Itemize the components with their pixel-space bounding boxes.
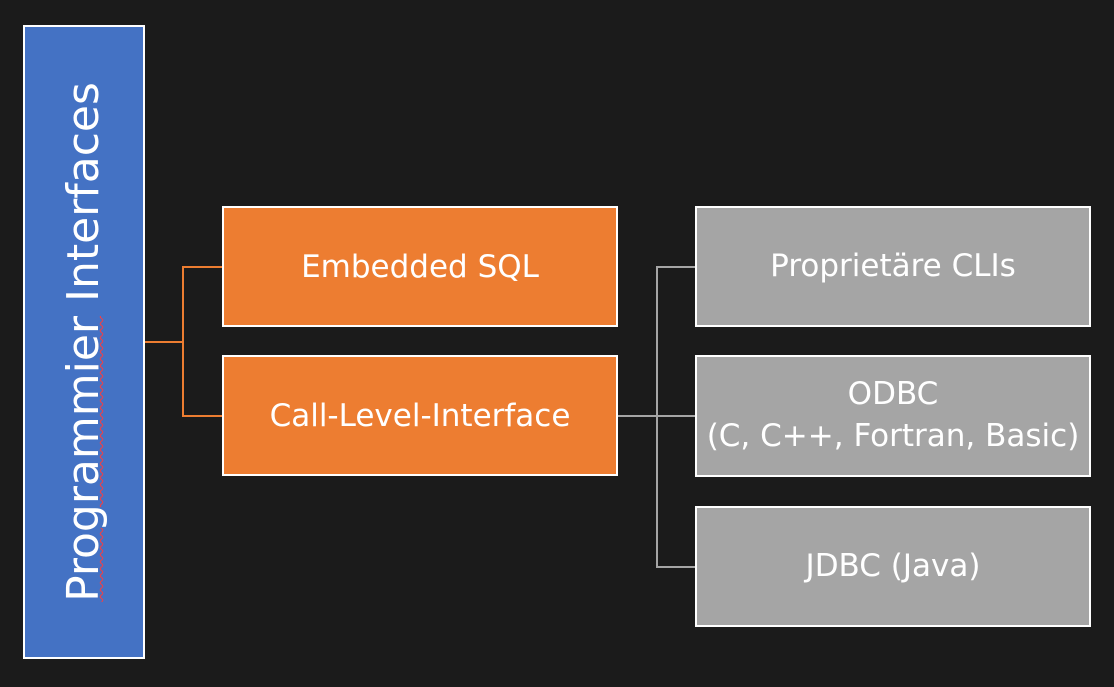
connector-root-to-embedded — [145, 266, 222, 343]
node-embedded-sql: Embedded SQL — [222, 206, 618, 327]
root-node-programmier-interfaces: Programmier Interfaces — [23, 25, 145, 659]
root-label-part1: Programmier — [58, 316, 109, 602]
root-label-part2: Interfaces — [58, 82, 109, 316]
connector-root-to-cli — [182, 342, 222, 417]
node-odbc-label-line1: ODBC — [847, 376, 939, 413]
connector-cli-to-jdbc — [656, 416, 695, 568]
root-node-label: Programmier Interfaces — [58, 82, 109, 602]
node-jdbc-label: JDBC (Java) — [805, 547, 981, 584]
node-proprietaere-clis: Proprietäre CLIs — [695, 206, 1091, 327]
node-embedded-sql-label: Embedded SQL — [301, 248, 539, 285]
node-odbc-label-line2: (C, C++, Fortran, Basic) — [706, 418, 1080, 454]
connector-cli-to-prop — [656, 266, 695, 416]
node-odbc: ODBC (C, C++, Fortran, Basic) — [695, 355, 1091, 477]
node-call-level-interface-label: Call-Level-Interface — [269, 397, 571, 434]
node-call-level-interface: Call-Level-Interface — [222, 355, 618, 476]
node-jdbc: JDBC (Java) — [695, 506, 1091, 627]
node-proprietaere-clis-label: Proprietäre CLIs — [770, 247, 1016, 284]
